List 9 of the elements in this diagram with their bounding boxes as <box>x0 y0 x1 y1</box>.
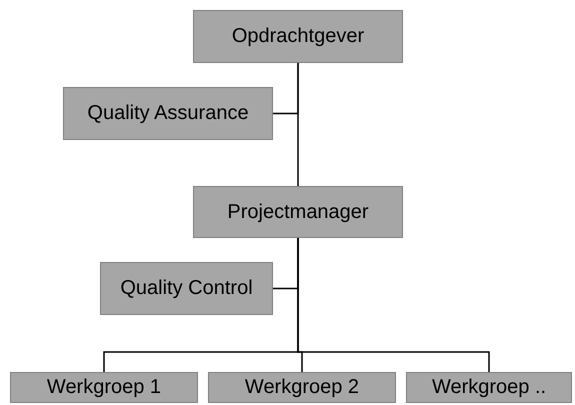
org-box: Werkgroep 1 <box>10 372 198 403</box>
connector-line <box>273 63 299 114</box>
connector-line <box>273 238 299 290</box>
org-box: Opdrachtgever <box>193 10 403 63</box>
org-box: Werkgroep 2 <box>208 372 396 403</box>
org-box: Werkgroep .. <box>406 372 572 403</box>
org-box: Projectmanager <box>193 186 403 238</box>
org-box: Quality Assurance <box>63 87 273 140</box>
org-box: Quality Control <box>100 262 273 315</box>
